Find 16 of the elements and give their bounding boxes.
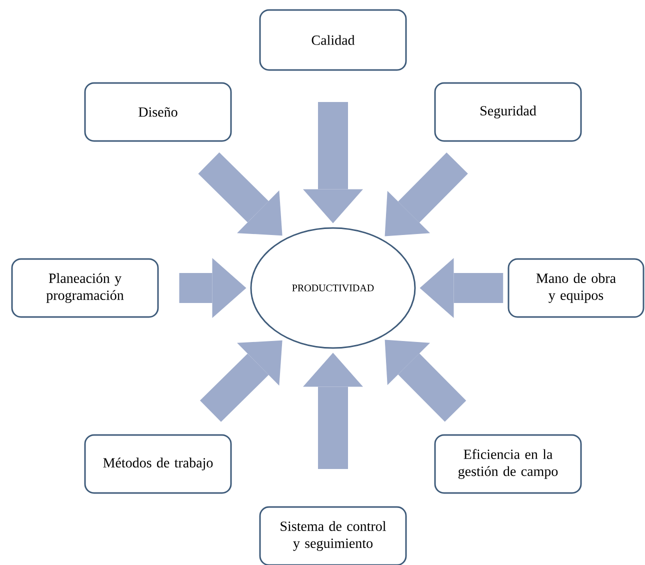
rounded-box: Sistema de control y seguimiento [259,506,407,565]
block-arrow [303,352,363,470]
block-arrow [420,258,504,318]
rounded-box: Métodos de trabajo [84,434,232,494]
rounded-box: Mano de obra y equipos [508,258,644,318]
block-arrow [198,152,282,236]
rounded-box: Calidad [259,9,407,71]
block-arrow [384,152,468,236]
rounded-box: Eficiencia en la gestión de campo [434,434,582,494]
rounded-box: Diseño [84,82,232,142]
rounded-box: Seguridad [434,82,582,142]
block-arrow [303,102,363,224]
block-arrow [179,258,246,318]
block-arrow [200,340,282,422]
rounded-box: Planeación y programación [11,258,159,318]
block-arrow [384,340,466,422]
